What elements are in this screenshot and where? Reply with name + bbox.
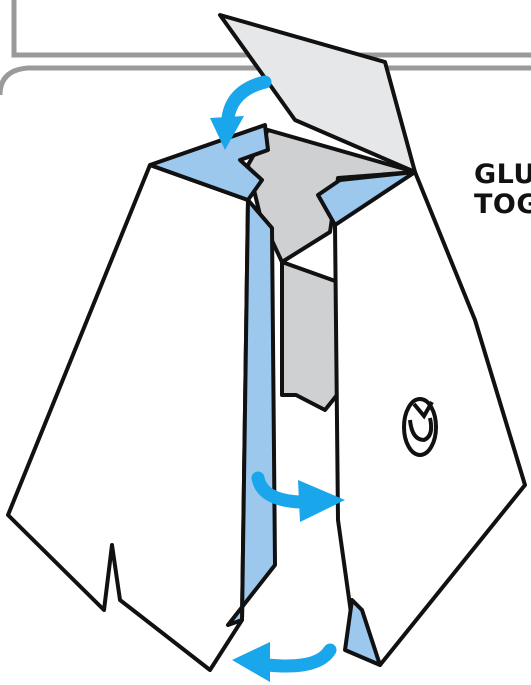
caption-line-2: TOG xyxy=(474,190,531,220)
rotate-icon xyxy=(404,399,436,455)
left-panel xyxy=(8,165,248,670)
caption-line-1: GLU xyxy=(474,160,531,190)
curved-arrow-left-icon xyxy=(232,642,330,682)
instruction-caption: GLU TOG xyxy=(474,160,531,220)
